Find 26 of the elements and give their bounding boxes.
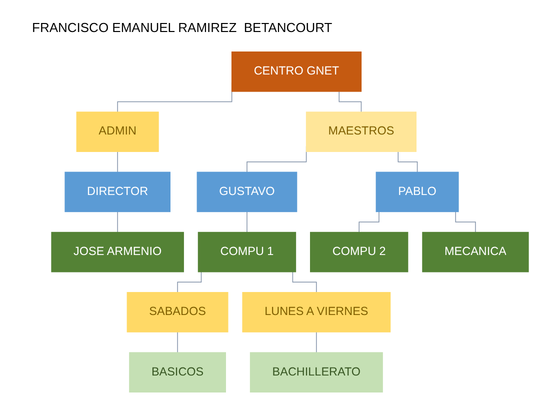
connector bbox=[177, 332, 178, 353]
node-box: GUSTAVO bbox=[196, 172, 298, 212]
connector bbox=[316, 332, 317, 353]
node-box: BACHILLERATO bbox=[250, 352, 383, 392]
connector bbox=[292, 272, 317, 293]
node-box: COMPU 1 bbox=[198, 232, 296, 272]
node-box: JOSE ARMENIO bbox=[51, 232, 184, 272]
node-box: PABLO bbox=[376, 172, 459, 212]
node-box: MAESTROS bbox=[306, 112, 417, 152]
connector bbox=[358, 211, 380, 233]
node-box: BASICOS bbox=[129, 352, 226, 392]
connector bbox=[117, 151, 118, 172]
node-box: COMPU 2 bbox=[310, 232, 408, 272]
connector bbox=[117, 211, 118, 233]
title: FRANCISCO EMANUEL RAMIREZ BETANCOURT bbox=[32, 20, 332, 35]
node-box: MECANICA bbox=[422, 232, 529, 272]
node-box: ADMIN bbox=[76, 112, 159, 152]
node-box: DIRECTOR bbox=[64, 172, 170, 212]
connector bbox=[177, 272, 202, 293]
node-box: SABADOS bbox=[126, 292, 228, 332]
connector bbox=[338, 91, 362, 112]
connector bbox=[246, 211, 248, 233]
connector bbox=[455, 211, 476, 233]
node-box: CENTRO GNET bbox=[231, 52, 362, 92]
node-box: LUNES A VIERNES bbox=[242, 292, 391, 332]
connector bbox=[398, 151, 418, 172]
